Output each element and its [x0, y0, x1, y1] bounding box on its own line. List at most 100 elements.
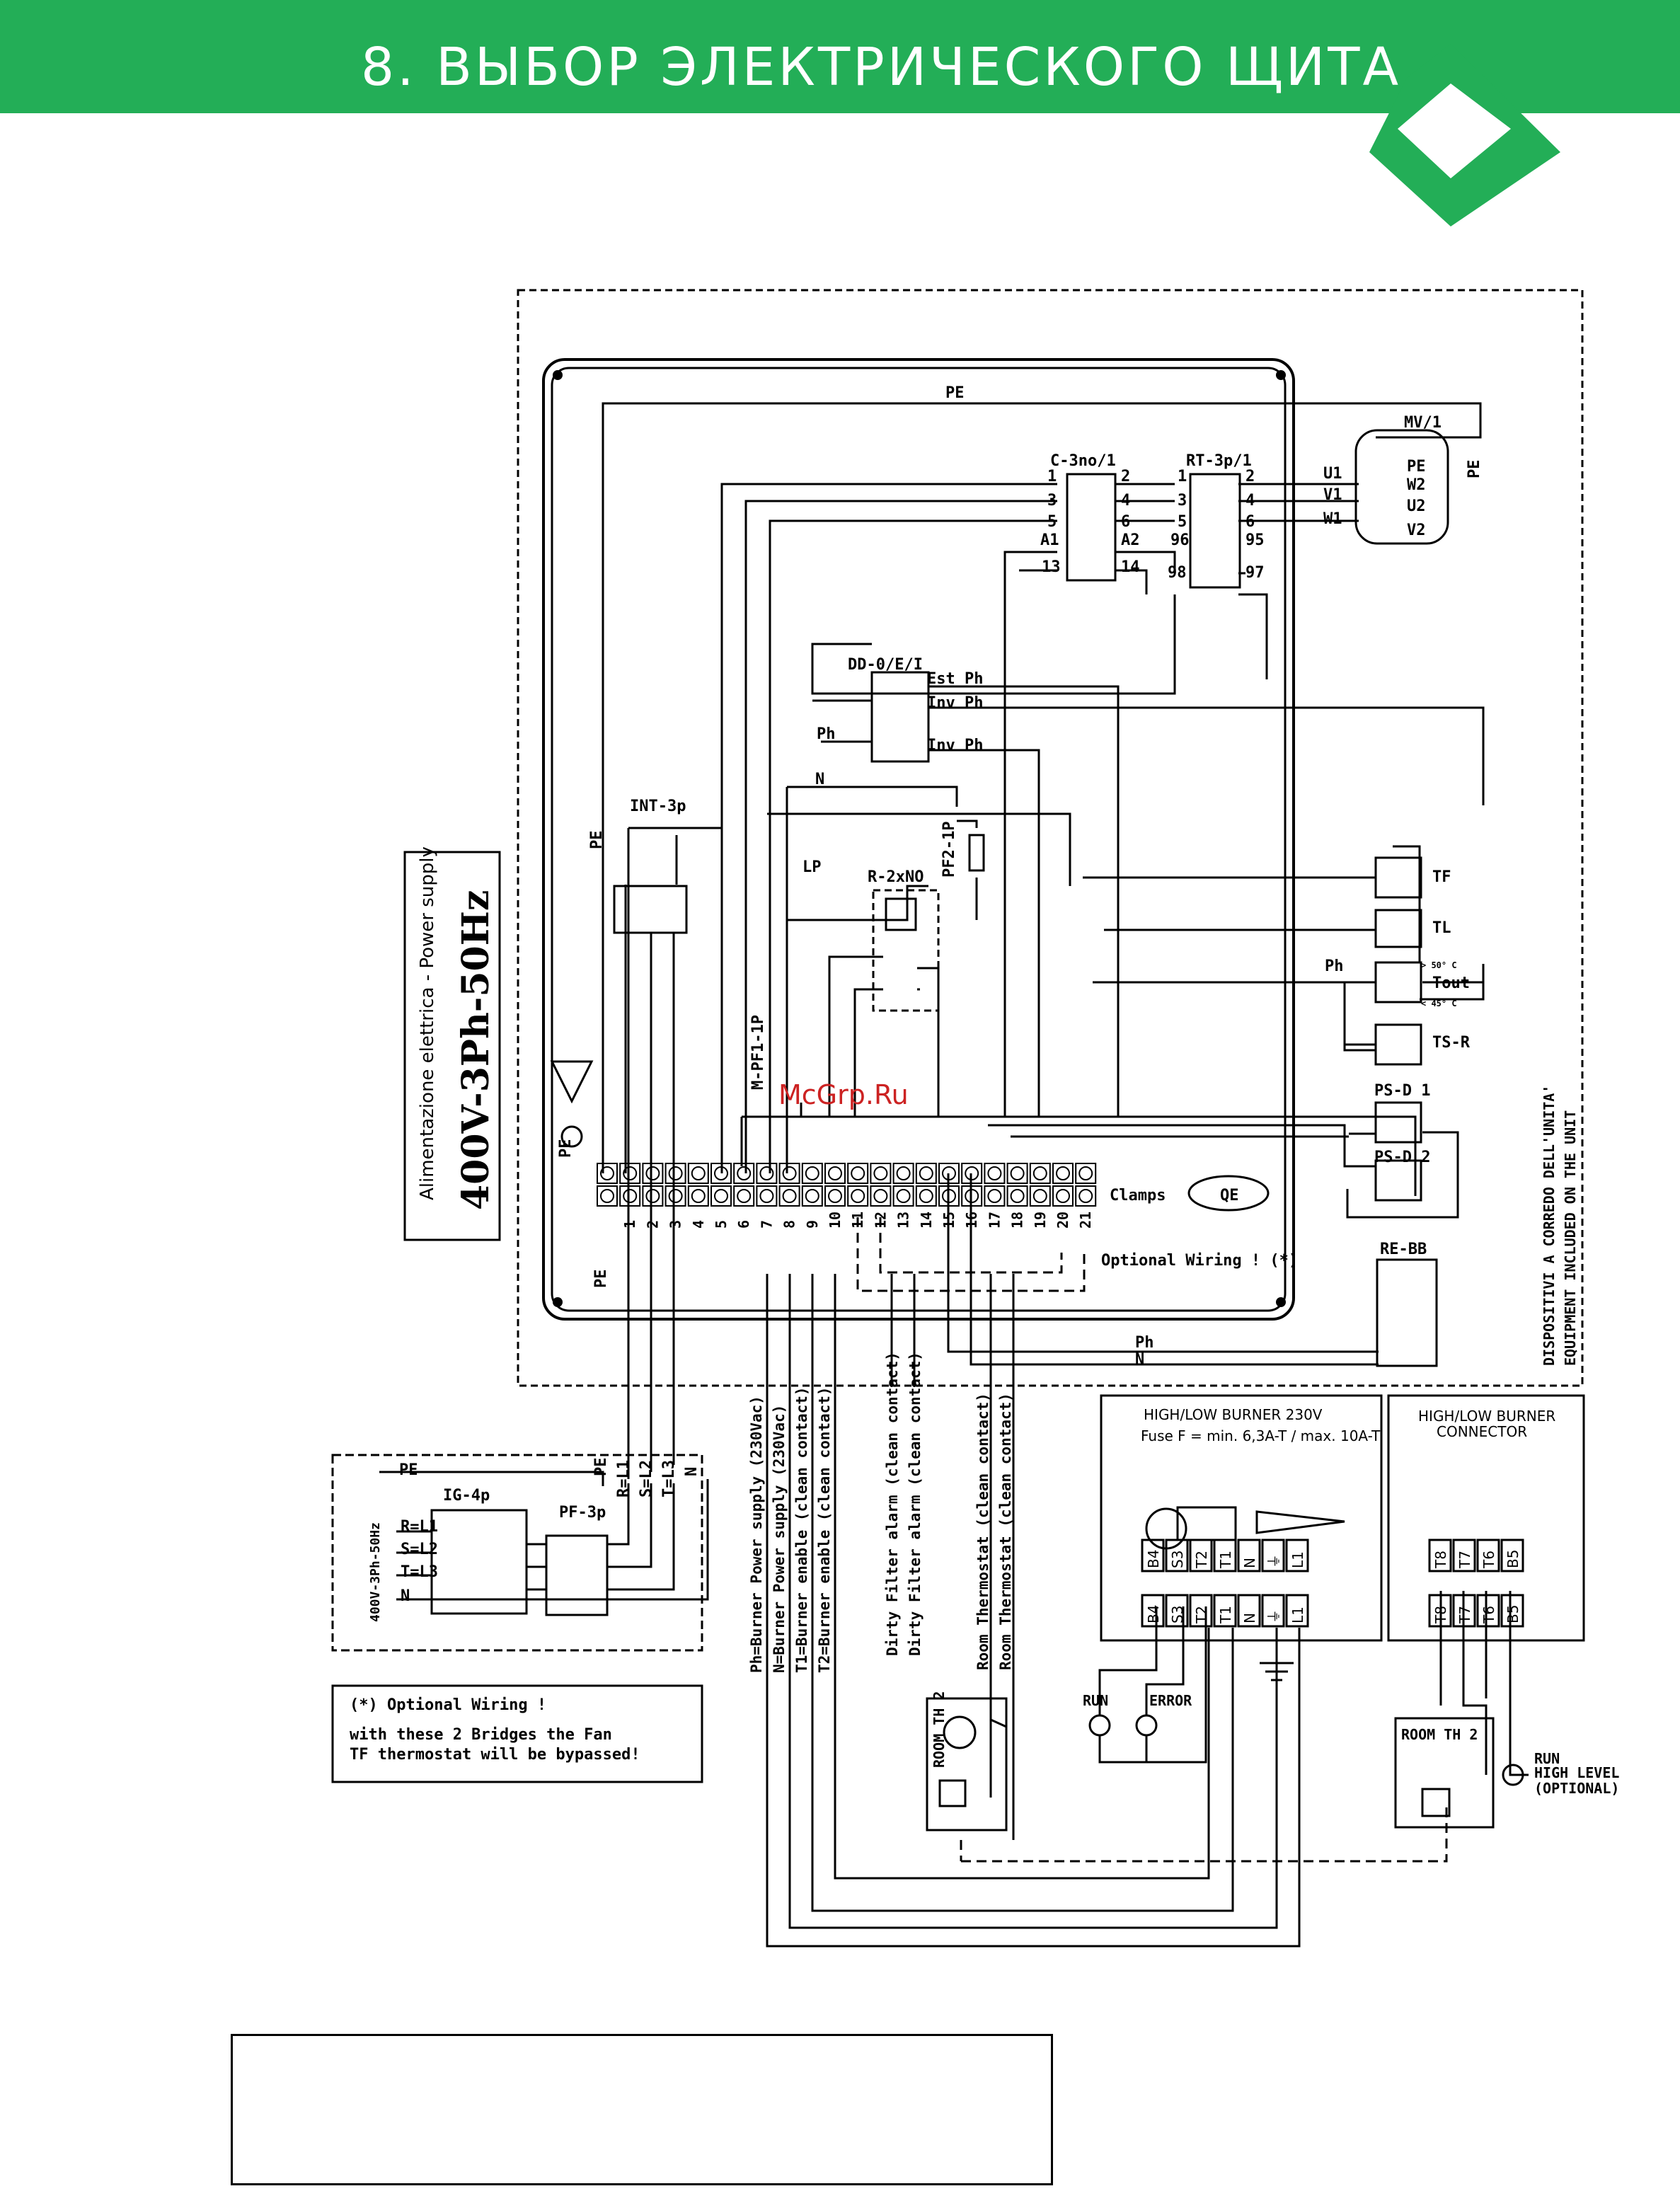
mv-label: MV/1 [1404, 414, 1442, 432]
svg-text:5: 5 [1178, 513, 1187, 531]
terminal-screw-icon [668, 1166, 683, 1180]
terminal-block [756, 1163, 778, 1184]
connector-title-1: HIGH/LOW BURNER [1418, 1408, 1555, 1425]
terminal-screw-icon [782, 1189, 797, 1203]
terminal-screw-icon [896, 1166, 911, 1180]
terminal-number: 8 [781, 1220, 798, 1229]
svg-text:ROOM TH 2: ROOM TH 2 [931, 1691, 948, 1768]
svg-text:Tout: Tout [1432, 974, 1470, 992]
terminal-screw-icon [805, 1189, 819, 1203]
terminal-screw-icon [851, 1189, 865, 1203]
terminal-screw-icon [737, 1189, 752, 1203]
terminal-screw-icon [1010, 1189, 1025, 1203]
terminal-screw-icon [759, 1189, 774, 1203]
note-line1: (*) Optional Wiring ! [350, 1696, 546, 1714]
burner-terminal-label: B4 [1145, 1605, 1162, 1623]
svg-text:N: N [683, 1467, 701, 1476]
burner-terminal [1237, 1594, 1261, 1628]
burner-terminal [1428, 1539, 1452, 1572]
terminal-screw-icon [1032, 1166, 1047, 1180]
terminal-block [597, 1163, 618, 1184]
terminal-block [1029, 1163, 1051, 1184]
svg-text:PS-D 1: PS-D 1 [1374, 1082, 1430, 1100]
terminal-number: 3 [667, 1220, 684, 1229]
svg-text:95: 95 [1245, 531, 1265, 549]
terminal-screw-icon [600, 1166, 614, 1180]
terminal-screw-icon [782, 1166, 797, 1180]
terminal-block [892, 1185, 914, 1207]
svg-text:14: 14 [1121, 558, 1140, 576]
svg-text:PE: PE [592, 1458, 610, 1477]
svg-text:> 50° C: > 50° C [1421, 960, 1457, 970]
terminal-block [892, 1163, 914, 1184]
terminal-number: 2 [644, 1220, 661, 1229]
terminal-number: 21 [1077, 1212, 1094, 1229]
svg-text:1: 1 [1178, 468, 1187, 485]
svg-text:TL: TL [1432, 919, 1451, 937]
svg-text:5: 5 [1047, 513, 1057, 531]
terminal-block [824, 1185, 846, 1207]
svg-text:Ph: Ph [817, 725, 836, 743]
terminal-number: 6 [735, 1220, 752, 1229]
svg-text:RUN: RUN [1534, 1750, 1560, 1767]
svg-text:PE: PE [557, 1139, 575, 1158]
terminal-block [915, 1185, 937, 1207]
burner-terminal [1141, 1539, 1165, 1572]
burner-terminal [1165, 1539, 1189, 1572]
run-lamp-icon [1088, 1714, 1111, 1737]
connector-title-2: CONNECTOR [1437, 1423, 1527, 1440]
burner-terminal-label: T2 [1193, 1606, 1210, 1624]
empty-caption-box [231, 2034, 1053, 2185]
burner-terminal-label: T1 [1217, 1606, 1234, 1624]
svg-text:PE: PE [399, 1461, 418, 1479]
terminal-block [1075, 1185, 1097, 1207]
svg-text:V1: V1 [1323, 486, 1342, 504]
svg-text:96: 96 [1170, 531, 1190, 549]
svg-text:2: 2 [1121, 468, 1130, 485]
burner-terminal [1165, 1594, 1189, 1628]
terminal-block [778, 1163, 800, 1184]
svg-text:PE: PE [1407, 458, 1426, 476]
terminal-screw-icon [1078, 1166, 1093, 1180]
terminal-screw-icon [987, 1166, 1002, 1180]
burner-terminal [1141, 1594, 1165, 1628]
burner-terminal-label: T7 [1456, 1551, 1473, 1569]
power-supply-title: 400V-3Ph-50Hz [454, 890, 497, 1210]
svg-text:Ph: Ph [1325, 958, 1344, 975]
terminal-screw-icon [714, 1189, 728, 1203]
ground-symbol-icon [560, 1125, 583, 1148]
legend-room-2: Room Thermostat (clean contact) [997, 1393, 1014, 1670]
svg-text:LP: LP [802, 858, 822, 876]
terminal-block [664, 1163, 686, 1184]
svg-text:A1: A1 [1040, 531, 1059, 549]
burner-terminal [1237, 1539, 1261, 1572]
terminal-screw-icon [942, 1166, 956, 1180]
svg-text:< 45° C: < 45° C [1421, 999, 1457, 1008]
burner-terminal-label: N [1241, 1613, 1258, 1623]
terminal-block [915, 1163, 937, 1184]
burner-terminal-label: L1 [1289, 1606, 1306, 1623]
svg-text:R=L1: R=L1 [401, 1518, 438, 1536]
power-supply-subtitle: Alimentazione elettrica - Power supply [417, 846, 438, 1200]
panel-inner [551, 367, 1287, 1312]
burner-terminal [1476, 1539, 1500, 1572]
burner-terminal [1213, 1539, 1237, 1572]
terminal-number: 12 [872, 1212, 889, 1229]
svg-text:3: 3 [1178, 492, 1187, 510]
burner-terminal-label: T2 [1193, 1551, 1210, 1569]
terminal-screw-icon [737, 1166, 752, 1180]
terminal-screw-icon [1010, 1166, 1025, 1180]
burner-terminal [1261, 1539, 1285, 1572]
burner-terminal-label: T8 [1432, 1606, 1449, 1624]
burner-terminal-label: T8 [1432, 1551, 1449, 1569]
burner-title: HIGH/LOW BURNER 230V [1144, 1406, 1323, 1423]
note-line2: with these 2 Bridges the Fan [350, 1726, 612, 1744]
svg-text:V2: V2 [1407, 522, 1426, 539]
note-box [331, 1684, 703, 1783]
mv-pe-label: PE [1466, 460, 1483, 479]
svg-text:98: 98 [1168, 564, 1187, 582]
terminal-block [642, 1185, 664, 1207]
terminal-number: 20 [1054, 1212, 1071, 1229]
terminal-number: 15 [940, 1212, 957, 1229]
